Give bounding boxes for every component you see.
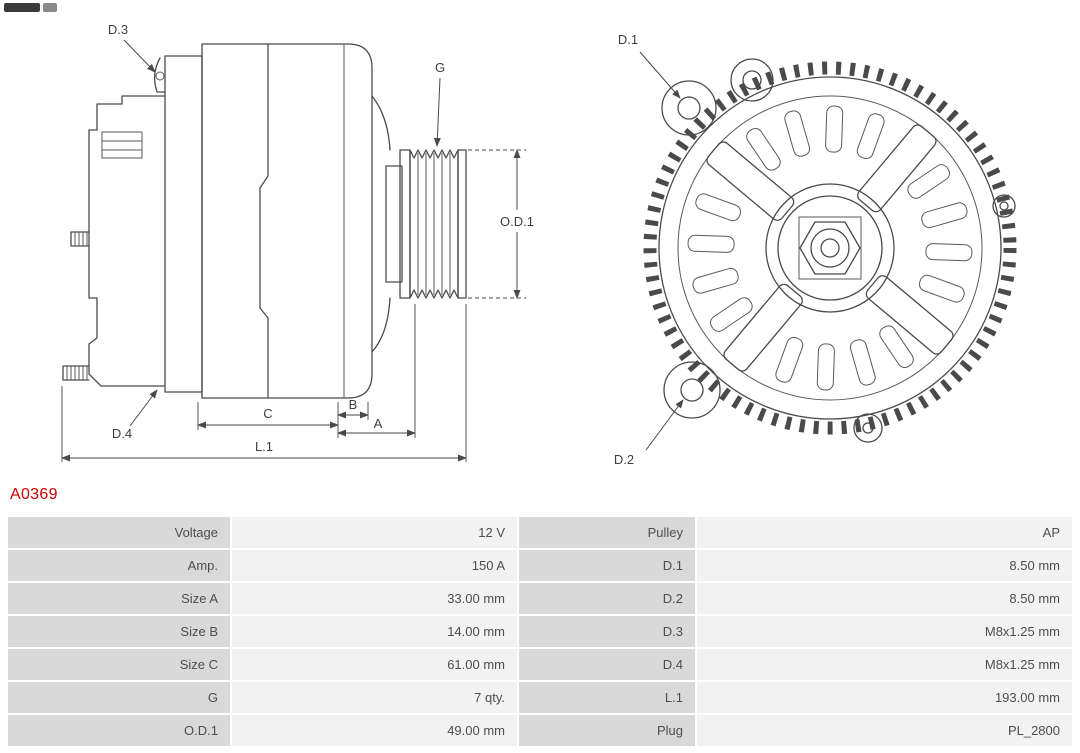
spec-label: L.1 [519, 682, 695, 713]
label-a: A [374, 416, 383, 431]
spec-value: 193.00 mm [697, 682, 1072, 713]
label-d1: D.1 [618, 32, 638, 47]
label-g: G [435, 60, 445, 75]
mount-ear-bottom-right [853, 413, 883, 443]
label-b: B [349, 397, 358, 412]
spec-value: 150 A [232, 550, 517, 581]
front-view-callouts: D.1 D.2 [614, 32, 684, 467]
spec-label: Pulley [519, 517, 695, 548]
spec-label: Plug [519, 715, 695, 746]
spec-label: Size B [8, 616, 230, 647]
label-d2: D.2 [614, 452, 634, 467]
spec-row: G 7 qty. L.1 193.00 mm [8, 682, 1072, 713]
spec-row: Size A 33.00 mm D.2 8.50 mm [8, 583, 1072, 614]
spec-value: 49.00 mm [232, 715, 517, 746]
spec-value: 61.00 mm [232, 649, 517, 680]
alternator-front-view [643, 58, 1017, 443]
part-number: A0369 [10, 486, 58, 503]
spec-row: O.D.1 49.00 mm Plug PL_2800 [8, 715, 1072, 746]
label-l1: L.1 [255, 439, 273, 454]
spec-label: Amp. [8, 550, 230, 581]
spec-label: Voltage [8, 517, 230, 548]
label-d3: D.3 [108, 22, 128, 37]
spec-value: M8x1.25 mm [697, 649, 1072, 680]
mount-ear-right [992, 194, 1016, 218]
mount-hole-top-left [661, 80, 717, 136]
label-od1: O.D.1 [500, 214, 534, 229]
spec-value: M8x1.25 mm [697, 616, 1072, 647]
spec-value: 7 qty. [232, 682, 517, 713]
brand-logo [4, 3, 57, 12]
mount-hole-bottom-left [663, 361, 721, 419]
spec-label: D.1 [519, 550, 695, 581]
spec-label: G [8, 682, 230, 713]
spec-row: Amp. 150 A D.1 8.50 mm [8, 550, 1072, 581]
side-view-callouts: D.3 D.4 G O.D.1 B C A L.1 [61, 22, 546, 462]
spec-row: Size C 61.00 mm D.4 M8x1.25 mm [8, 649, 1072, 680]
spec-label: Size A [8, 583, 230, 614]
alternator-side-view [62, 43, 467, 399]
spec-value: 8.50 mm [697, 583, 1072, 614]
mount-hole-top-center [730, 58, 774, 102]
spec-table: Voltage 12 V Pulley AP Amp. 150 A D.1 8.… [8, 517, 1072, 746]
label-d4: D.4 [112, 426, 132, 441]
spec-value: 8.50 mm [697, 550, 1072, 581]
spec-value: 12 V [232, 517, 517, 548]
spec-value: 33.00 mm [232, 583, 517, 614]
spec-label: D.2 [519, 583, 695, 614]
label-c: C [263, 406, 272, 421]
spec-label: Size C [8, 649, 230, 680]
spec-value: AP [697, 517, 1072, 548]
spec-label: D.3 [519, 616, 695, 647]
technical-diagram: D.3 D.4 G O.D.1 B C A L.1 [61, 22, 1017, 467]
spec-label: D.4 [519, 649, 695, 680]
spec-label: O.D.1 [8, 715, 230, 746]
spec-value: PL_2800 [697, 715, 1072, 746]
spec-row: Voltage 12 V Pulley AP [8, 517, 1072, 548]
spec-row: Size B 14.00 mm D.3 M8x1.25 mm [8, 616, 1072, 647]
spec-value: 14.00 mm [232, 616, 517, 647]
